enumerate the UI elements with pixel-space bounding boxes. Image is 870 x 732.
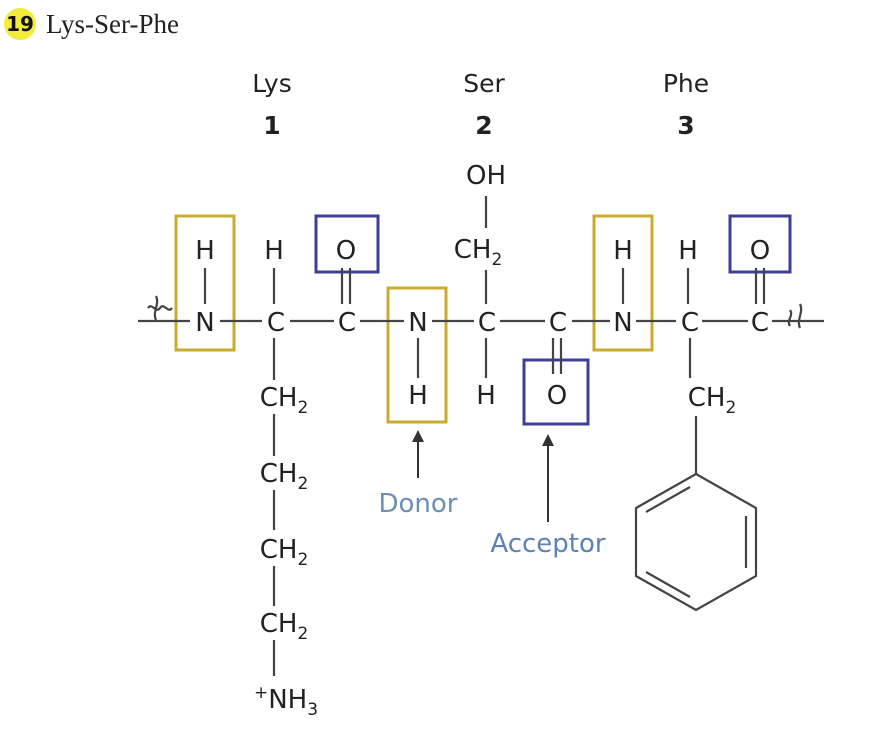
benzene-ring <box>634 472 758 612</box>
acceptor-box-o-2 <box>522 358 590 426</box>
atom-h-n3: H <box>613 236 633 266</box>
atom-h-ca3: H <box>678 236 698 266</box>
atom-n2: N <box>408 308 427 338</box>
atom-lys-ch2-1: CH2 <box>260 383 309 418</box>
atom-oh-ser: OH <box>466 161 506 191</box>
acceptor-arrow-head <box>542 434 554 446</box>
atom-c3: C <box>751 308 769 338</box>
acceptor-label: Acceptor <box>490 529 606 559</box>
donor-label: Donor <box>378 489 457 519</box>
donor-arrow-head <box>412 430 424 442</box>
atom-lys-ch2-2: CH2 <box>260 459 309 494</box>
atom-c1: C <box>338 308 356 338</box>
acceptor-box-o-3 <box>728 214 792 274</box>
atom-o1: O <box>336 236 356 266</box>
atom-c2: C <box>549 308 567 338</box>
backbone-bonds <box>138 196 824 676</box>
atom-lys-ch2-4: CH2 <box>260 609 309 644</box>
atom-h-n2: H <box>408 381 428 411</box>
figure-title: Lys-Ser-Phe <box>46 8 179 39</box>
atom-lys-ch2-3: CH2 <box>260 535 309 570</box>
atom-phe-ch2: CH2 <box>688 383 737 418</box>
residue-2-number: 2 <box>475 111 492 140</box>
atom-h-n1: H <box>195 236 215 266</box>
atom-ca1: C <box>267 308 285 338</box>
atom-o2: O <box>547 381 567 411</box>
atom-h-ca2: H <box>476 381 496 411</box>
acceptor-box-o-1 <box>314 214 380 274</box>
atom-o3: O <box>750 236 770 266</box>
atom-n1: N <box>195 308 214 338</box>
residue-1-name: Lys <box>252 69 291 98</box>
donor-box-nh-2 <box>386 286 448 424</box>
donor-box-nh-3 <box>592 214 654 352</box>
atom-n3: N <box>613 308 632 338</box>
figure-number-badge: 19 <box>4 8 36 40</box>
residue-3-number: 3 <box>677 111 694 140</box>
residue-1-number: 1 <box>263 111 280 140</box>
atom-ca2: C <box>478 308 496 338</box>
atom-ch2-ser: CH2 <box>454 235 503 270</box>
residue-3-name: Phe <box>663 69 709 98</box>
donor-box-nh-1 <box>174 214 236 352</box>
residue-2-name: Ser <box>463 69 505 98</box>
atom-ca3: C <box>681 308 699 338</box>
atom-h-ca1: H <box>264 236 284 266</box>
figure-header: 19 Lys-Ser-Phe <box>4 4 179 44</box>
atom-lys-nh3: +NH3 <box>254 683 318 720</box>
